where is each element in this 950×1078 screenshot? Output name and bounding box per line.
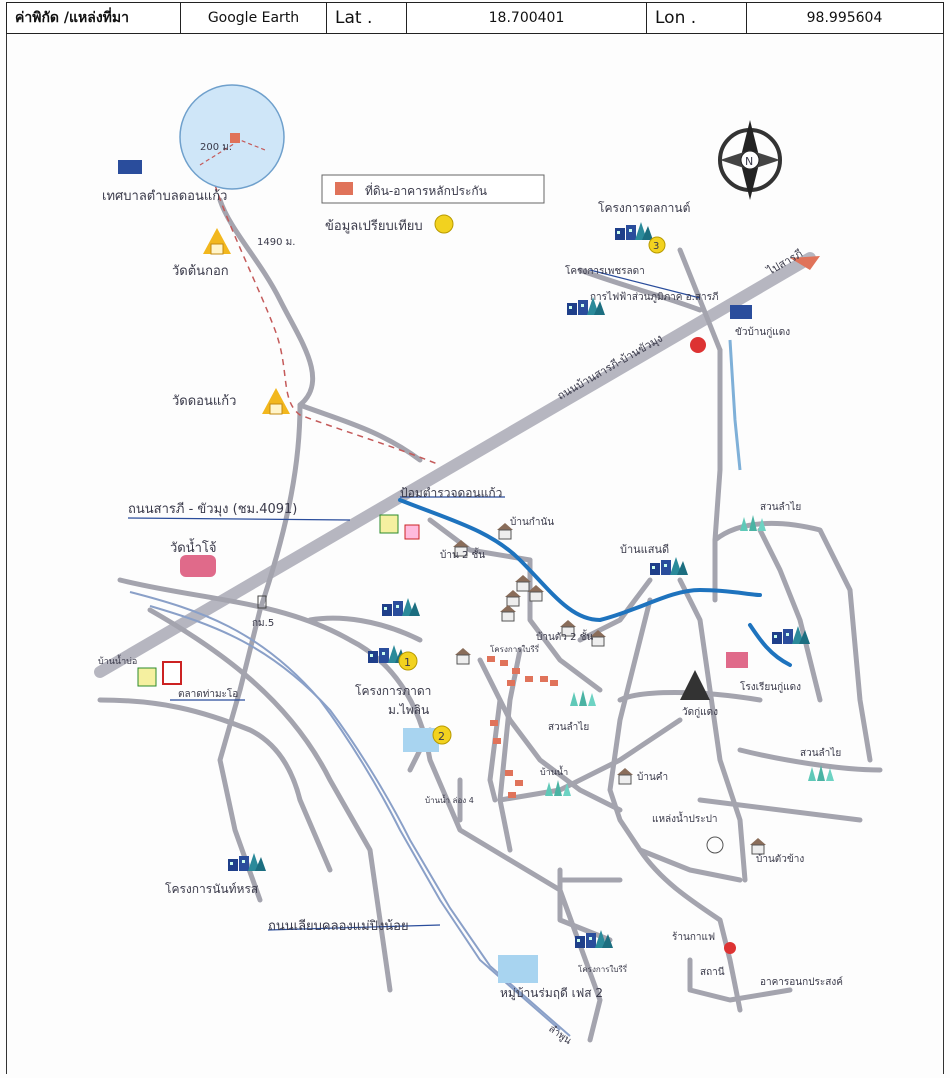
- label-market: ตลาดท่ามะโอ: [178, 687, 238, 700]
- label-canal-road: ถนนเลียบคลองแม่ปิงน้อย: [268, 918, 409, 934]
- compass-n: N: [745, 155, 753, 168]
- collateral-swatch: [335, 182, 353, 195]
- label-municipality: เทศบาลตำบลดอนแก้ว: [102, 189, 227, 204]
- label-ban-khamnan: บ้านตัวข้าง: [756, 853, 804, 865]
- label-ban-kam-nan: บ้านกำนัน: [510, 516, 554, 528]
- lat-value: 18.700401: [407, 3, 647, 33]
- leader-lines: [127, 269, 701, 931]
- svg-text:1: 1: [404, 656, 411, 669]
- km-post-icon: [257, 595, 267, 609]
- arrow-to-saraphi: [790, 256, 820, 270]
- water-icon: [706, 836, 724, 854]
- label-wat-don-kaeo: วัดดอนแก้ว: [172, 394, 236, 409]
- lat-label: Lat .: [327, 3, 407, 33]
- coordinate-header: ค่าพิกัด /แหล่งที่มา Google Earth Lat . …: [6, 2, 944, 34]
- label-ban-saen-di: บ้านแสนดี: [620, 543, 669, 556]
- label-subdistrict: การไฟฟ้าส่วนภูมิภาค อ.สารภี: [590, 291, 719, 303]
- parking-icon: [404, 524, 420, 540]
- label-coffee-shop: ร้านกาแฟ: [672, 931, 715, 943]
- comparison-marker-2: 2: [432, 725, 452, 745]
- lon-label: Lon .: [647, 3, 747, 33]
- collateral-label: ที่ดิน-อาคารหลักประกัน: [365, 182, 487, 198]
- school-icon: [726, 652, 748, 668]
- temple-icon-nam-bo: [180, 555, 216, 577]
- label-moo-thai: ม.ไพลิน: [388, 703, 429, 717]
- label-police-box: ป้อมตำรวจดอนแก้ว: [400, 486, 502, 500]
- pin-icon-south: [724, 942, 736, 954]
- label-khwan-bo: ขัวบ้านกู่แดง: [735, 326, 790, 338]
- road-network: [94, 197, 883, 1043]
- map-frame: [6, 34, 944, 1074]
- pagoda-icon-wat-don-kaeo: [261, 387, 291, 415]
- building-icon-1: [382, 598, 420, 616]
- label-main-road: ถนนสารภี - ขัวมุง (ชม.4091): [128, 501, 297, 517]
- label-project-phrae: โครงการเพชรลดา: [565, 264, 645, 277]
- legend: ที่ดิน-อาคารหลักประกัน ข้อมูลเปรียบเทียบ: [321, 174, 545, 234]
- comparison-marker-3: 3: [648, 236, 666, 254]
- collateral-parcels: [487, 656, 558, 798]
- inset-distance: 200 ม.: [200, 142, 232, 153]
- label-suan-lamyai-2: สวนลำไย: [548, 721, 589, 733]
- label-water-source: แหล่งน้ำประปา: [652, 811, 718, 825]
- label-project-small: โครงการใบรีรี่: [490, 643, 540, 654]
- building-icon-talakan: [615, 222, 653, 240]
- orchard-icon-2: [570, 690, 596, 706]
- label-diagonal-road: ถนนบ้านสารภี-บ้านขัวมุง: [555, 332, 665, 403]
- temple-icon-ku-daeng: [680, 670, 710, 700]
- label-school-ku-daeng: โรงเรียนกู่แดง: [740, 680, 801, 693]
- stream: [398, 498, 792, 667]
- svg-text:3: 3: [653, 241, 659, 252]
- canal: [129, 591, 571, 1037]
- label-route-distance: 1490 ม.: [257, 237, 295, 248]
- label-nam-bo-village: บ้านน้ำบ่อ: [98, 654, 137, 667]
- municipality-icon: [118, 160, 142, 174]
- label-project-nearby: โครงการใบรีรี่: [578, 963, 628, 974]
- label-ban-wang: บ้านน้ำ: [540, 765, 568, 778]
- svg-text:2: 2: [438, 730, 445, 743]
- label-two-story: บ้าน 2 ชั้น: [440, 547, 485, 561]
- building-icon-nanthot: [228, 853, 266, 871]
- office-icon: [730, 305, 752, 319]
- label-wat-nam-bo: วัดน้ำโจ้: [170, 538, 217, 556]
- police-box-icon: [379, 514, 399, 534]
- comparison-swatch: [434, 214, 454, 234]
- label-village-sub: หมู่บ้านร่มฤดี เฟส 2: [500, 986, 603, 1001]
- label-suan-lamyai-1: สวนลำไย: [760, 501, 801, 513]
- label-building: อาคารอนกประสงค์: [760, 976, 843, 988]
- building-icon-saen-di: [650, 557, 688, 575]
- pin-icon-north: [690, 337, 706, 353]
- label-ban-kam-2: บ้านคำ: [637, 771, 668, 783]
- seven-eleven-icon: [162, 661, 182, 685]
- river-light: [728, 339, 742, 471]
- label-project-pakha: โครงการภาดา: [355, 684, 431, 698]
- label-ban-lamphun: บ้านน้ำ ล่อง 4: [425, 794, 474, 805]
- label-wat-ku-daeng: วัดกู่แดง: [682, 707, 718, 718]
- orchard-icon-1: [740, 515, 766, 531]
- village-icon-romruedi: [498, 955, 538, 983]
- label-project-talakan: โครงการตลกานต์: [598, 201, 690, 215]
- label-km5: กม.5: [252, 618, 274, 629]
- label-ban-sido: บ้านตัว 2 ชั้น: [536, 629, 593, 643]
- pagoda-icon-wat-ton-kok: [202, 227, 232, 255]
- comparison-label: ข้อมูลเปรียบเทียบ: [325, 218, 423, 234]
- route-path: [214, 184, 441, 466]
- label-project-nanthot: โครงการนันท์หรส: [165, 882, 259, 896]
- label-suan-lamyai-3: สวนลำไย: [800, 747, 841, 759]
- label-station: สถานี: [700, 966, 725, 978]
- coord-source-label: ค่าพิกัด /แหล่งที่มา: [7, 3, 181, 33]
- comparison-marker-1: 1: [398, 651, 418, 671]
- lon-value: 98.995604: [806, 10, 883, 26]
- inset-map: 200 ม.: [179, 84, 285, 190]
- label-wat-ton-kok: วัดต้นกอก: [172, 264, 229, 279]
- compass: N: [718, 120, 782, 200]
- source-value: Google Earth: [181, 3, 327, 33]
- shop-icon: [137, 667, 157, 687]
